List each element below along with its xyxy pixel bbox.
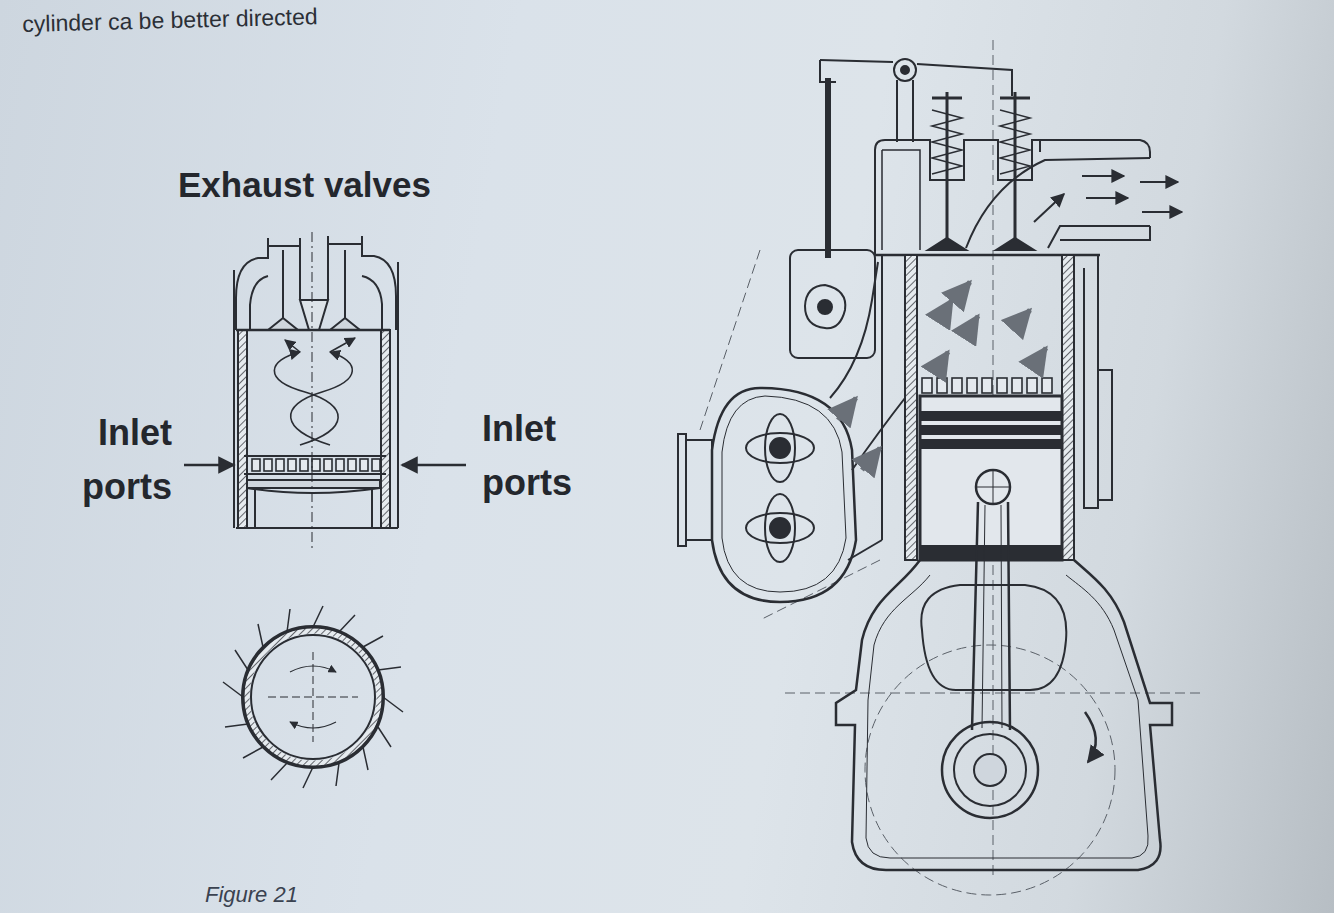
part-label: Exhaust valves — [178, 164, 431, 206]
small-cylinder-section — [234, 232, 398, 548]
port-ring-plan — [223, 606, 403, 788]
two-stroke-engine-section — [678, 40, 1205, 895]
part-label: Inlet ports — [482, 402, 604, 510]
figure-caption: Figure 21 — [205, 882, 298, 908]
part-label: Inlet ports — [50, 406, 172, 514]
leader-arrows — [184, 464, 466, 467]
body-text-fragment: cylinder ca be better directed — [22, 2, 318, 38]
